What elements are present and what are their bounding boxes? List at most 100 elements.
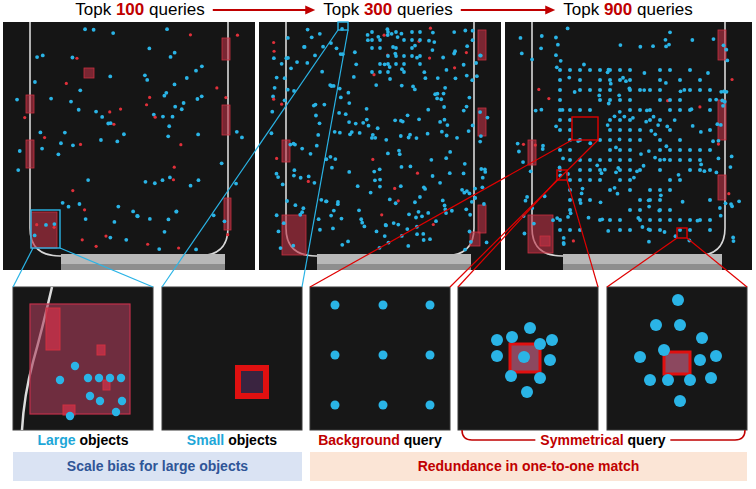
query-dot (737, 199, 741, 203)
query-dot (394, 30, 398, 34)
query-dot (59, 141, 63, 145)
query-dot (708, 198, 712, 202)
query-dot (289, 66, 293, 70)
query-dot (598, 98, 602, 102)
query-dot (708, 88, 712, 92)
query-dot (588, 141, 592, 145)
label-text: query (404, 432, 442, 448)
query-dot (392, 221, 396, 225)
query-dot (688, 168, 692, 172)
query-dot (648, 108, 652, 112)
query-dot (318, 121, 322, 125)
query-dot (516, 142, 520, 146)
query-dot (668, 98, 672, 102)
query-dot (467, 96, 471, 100)
query-dot (618, 78, 622, 82)
query-dot (69, 100, 73, 104)
query-dot (78, 88, 82, 92)
leader-line (310, 140, 572, 287)
query-dot (71, 143, 75, 147)
query-dot (662, 374, 674, 386)
query-dot (95, 374, 103, 382)
query-dot (719, 214, 723, 218)
query-dot (608, 98, 612, 102)
query-dot (386, 54, 390, 58)
query-dot (379, 401, 388, 410)
fixture-shade (61, 264, 225, 270)
inspection-image (505, 22, 752, 270)
query-dot (99, 138, 103, 142)
query-dot (444, 156, 448, 160)
query-dot (638, 198, 642, 202)
query-dot (668, 188, 672, 192)
query-dot (235, 130, 239, 134)
query-dot (441, 56, 445, 60)
query-dot (417, 210, 421, 214)
query-dot (681, 200, 685, 204)
prediction-box (478, 205, 486, 233)
query-dot (674, 395, 686, 407)
query-dot (96, 397, 104, 405)
query-dot (471, 38, 475, 42)
query-dot (708, 168, 712, 172)
query-dot (529, 169, 533, 173)
query-dot-red (226, 233, 229, 236)
query-dot (423, 187, 427, 191)
query-dot-red (534, 143, 537, 146)
query-dot (641, 225, 645, 229)
query-dot (418, 54, 422, 58)
query-dot (698, 148, 702, 152)
query-dot (300, 210, 304, 214)
query-dot (478, 110, 482, 114)
query-dot (383, 234, 387, 238)
leader-line (567, 180, 598, 287)
query-dot (558, 128, 562, 132)
query-dot (367, 124, 371, 128)
query-dot (618, 68, 622, 72)
query-dot (400, 84, 404, 88)
query-dot (432, 40, 436, 44)
query-dot (482, 202, 486, 206)
zoom-panel (458, 287, 598, 430)
zoom-source (677, 228, 687, 238)
query-dot (275, 76, 279, 80)
query-dot (658, 218, 662, 222)
progress-arrow (461, 9, 547, 11)
query-dot (647, 240, 651, 244)
query-dot (106, 374, 114, 382)
query-dot (658, 68, 662, 72)
query-dot (400, 32, 404, 36)
query-dot (295, 60, 299, 64)
query-dot (684, 374, 696, 386)
query-dot (568, 68, 572, 72)
query-dot (402, 38, 406, 42)
query-dot (664, 38, 668, 42)
leader-line (607, 238, 677, 287)
query-dot (335, 46, 339, 50)
query-dot (314, 103, 318, 107)
query-dot-red (23, 116, 26, 119)
query-dot (356, 184, 360, 188)
query-dot (460, 188, 464, 192)
query-dot (71, 56, 75, 60)
query-dot (84, 374, 92, 382)
summary-band: Scale bias for large objects (13, 452, 302, 481)
query-dot (313, 181, 317, 185)
query-dot (302, 45, 306, 49)
query-dot-red (432, 223, 435, 226)
query-dot (379, 351, 388, 360)
label-text: objects (228, 432, 277, 448)
query-dot (558, 108, 562, 112)
query-dot (354, 62, 358, 66)
query-dot (714, 171, 718, 175)
query-dot (705, 372, 717, 384)
query-dot (618, 138, 622, 142)
query-dot (325, 199, 329, 203)
query-dot (598, 218, 602, 222)
prediction-box (540, 236, 550, 246)
query-dot (347, 170, 351, 174)
query-dot-red (108, 110, 111, 113)
query-dot (658, 344, 670, 356)
query-dot (369, 191, 373, 195)
query-dot (708, 148, 712, 152)
